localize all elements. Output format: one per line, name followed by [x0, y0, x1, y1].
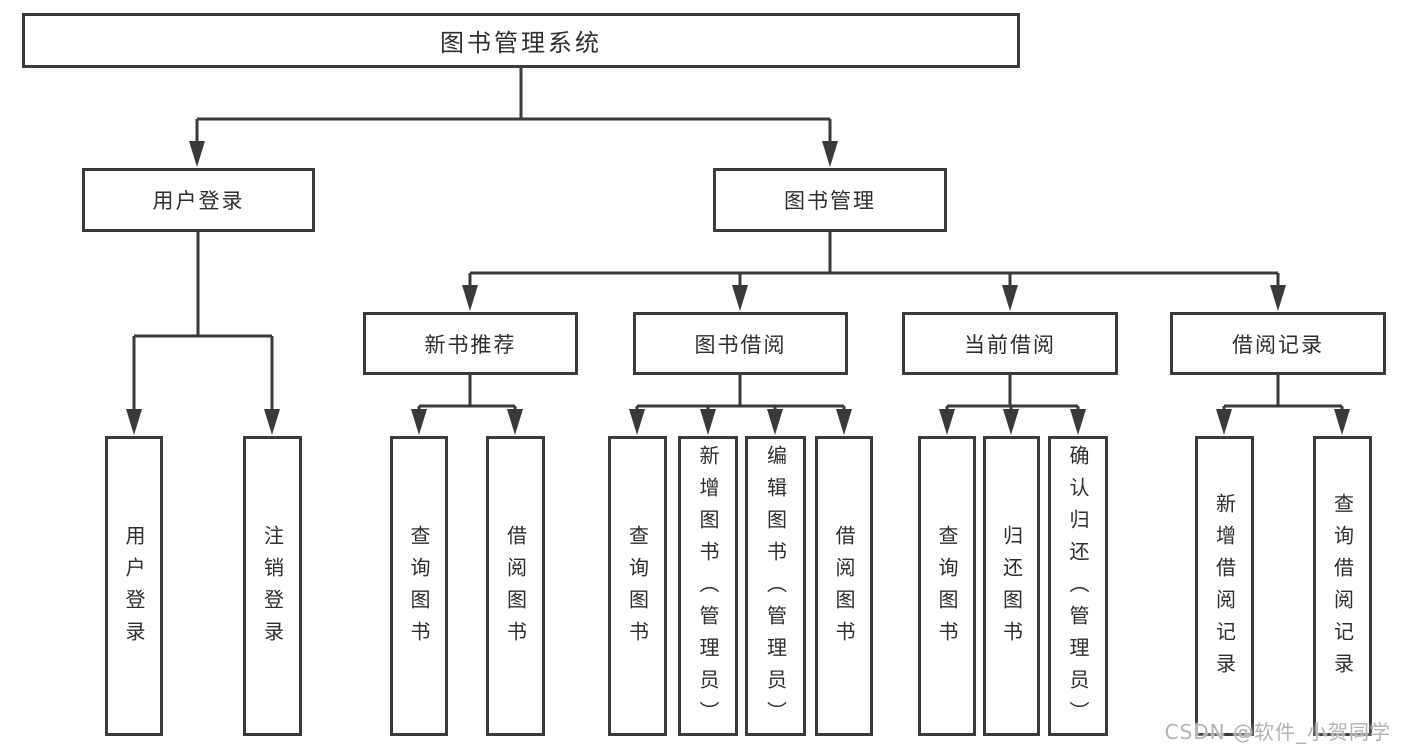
- node-new-book-recommend: 新书推荐: [363, 312, 578, 375]
- connector-new-books-to-leaves: [411, 375, 523, 435]
- arrowhead-icon: [732, 285, 748, 311]
- connector-book-borrow-to-leaves: [629, 375, 852, 435]
- leaf-borrow-books: 借阅图书: [815, 436, 873, 736]
- leaf-query-books: 查询图书: [608, 436, 667, 736]
- leaf-add-books-admin: 新增图书（管理员）: [678, 436, 738, 736]
- node-current-borrow: 当前借阅: [902, 312, 1118, 375]
- arrowhead-icon: [411, 409, 427, 435]
- csdn-watermark: CSDN @软件_小贺同学: [1164, 720, 1391, 744]
- connector-user-login-to-leaves: [126, 232, 280, 435]
- leaf-confirm-return-admin: 确认归还（管理员）: [1048, 436, 1108, 736]
- leaf-borrow-books: 借阅图书: [486, 436, 545, 736]
- leaf-return-books: 归还图书: [983, 436, 1040, 736]
- leaf-logout: 注销登录: [243, 436, 302, 736]
- connector-book-mgmt-to-level3: [462, 232, 1286, 311]
- leaf-user-login: 用户登录: [105, 436, 163, 736]
- arrowhead-icon: [1216, 409, 1232, 435]
- arrowhead-icon: [822, 141, 838, 167]
- connector-borrow-records-to-leaves: [1216, 375, 1350, 435]
- connector-current-borrow-to-leaves: [939, 375, 1086, 435]
- arrowhead-icon: [1270, 285, 1286, 311]
- arrowhead-icon: [189, 141, 205, 167]
- arrowhead-icon: [629, 409, 645, 435]
- arrowhead-icon: [939, 409, 955, 435]
- arrowhead-icon: [126, 409, 142, 435]
- connector-root-to-level2: [189, 68, 838, 167]
- arrowhead-icon: [836, 409, 852, 435]
- arrowhead-icon: [462, 285, 478, 311]
- node-borrow-records: 借阅记录: [1170, 312, 1386, 375]
- node-book-borrow: 图书借阅: [633, 312, 848, 375]
- leaf-add-borrow-record: 新增借阅记录: [1195, 436, 1254, 736]
- arrowhead-icon: [1002, 285, 1018, 311]
- arrowhead-icon: [1070, 409, 1086, 435]
- arrowhead-icon: [767, 409, 783, 435]
- arrowhead-icon: [1334, 409, 1350, 435]
- arrowhead-icon: [264, 409, 280, 435]
- arrowhead-icon: [507, 409, 523, 435]
- node-library-management-system: 图书管理系统: [22, 13, 1020, 68]
- node-book-management: 图书管理: [713, 168, 947, 232]
- leaf-query-books: 查询图书: [390, 436, 448, 736]
- leaf-query-books: 查询图书: [918, 436, 976, 736]
- arrowhead-icon: [700, 409, 716, 435]
- arrowhead-icon: [1003, 409, 1019, 435]
- leaf-edit-books-admin: 编辑图书（管理员）: [745, 436, 806, 736]
- leaf-query-borrow-record: 查询借阅记录: [1313, 436, 1372, 736]
- node-user-login: 用户登录: [82, 168, 315, 232]
